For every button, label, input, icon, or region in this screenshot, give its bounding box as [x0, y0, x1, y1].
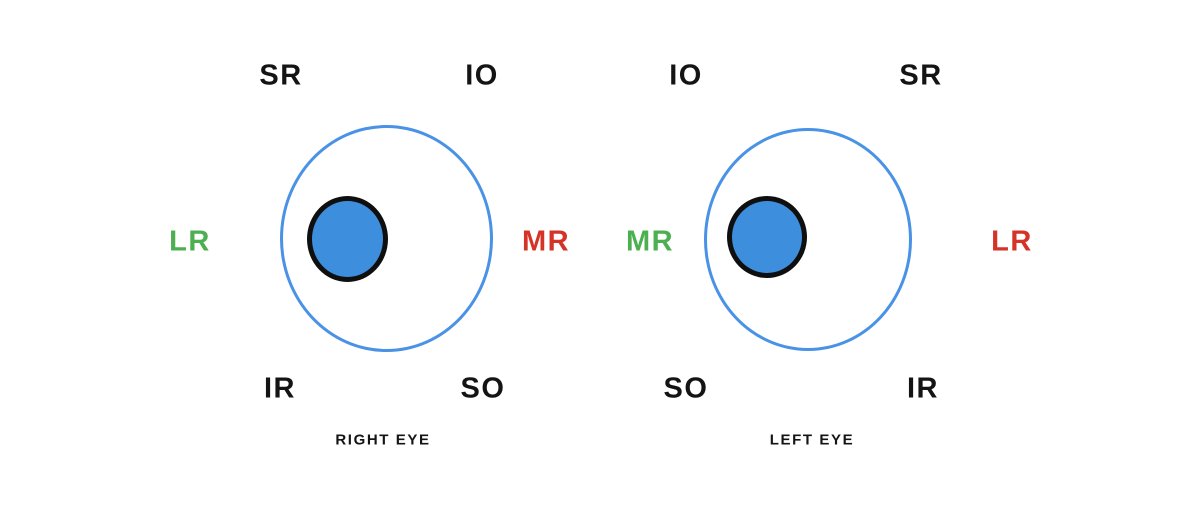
left-eye-pupil — [727, 196, 807, 278]
left-eye-label-io: IO — [669, 59, 703, 92]
left-eye-label-so: SO — [663, 372, 709, 405]
right-eye-caption: RIGHT EYE — [335, 431, 431, 449]
left-eye-diagram: IO SR MR LR SO IR LEFT EYE — [600, 0, 1200, 508]
right-eye-diagram: SR IO LR MR IR SO RIGHT EYE — [169, 59, 571, 449]
right-eye-label-so: SO — [460, 372, 506, 405]
right-eye-label-sr: SR — [259, 59, 303, 92]
right-eye-label-mr: MR — [521, 225, 571, 258]
left-eye-label-sr: SR — [899, 59, 943, 92]
left-eye-caption: LEFT EYE — [769, 431, 855, 449]
right-eye-pupil — [307, 196, 388, 282]
left-eye-label-lr: LR — [991, 225, 1033, 258]
left-eye-label-ir: IR — [907, 372, 939, 405]
left-eye-label-mr: MR — [625, 225, 675, 258]
right-eye-label-ir: IR — [264, 372, 296, 405]
right-eye-label-io: IO — [465, 59, 499, 92]
right-eye-label-lr: LR — [169, 225, 211, 258]
